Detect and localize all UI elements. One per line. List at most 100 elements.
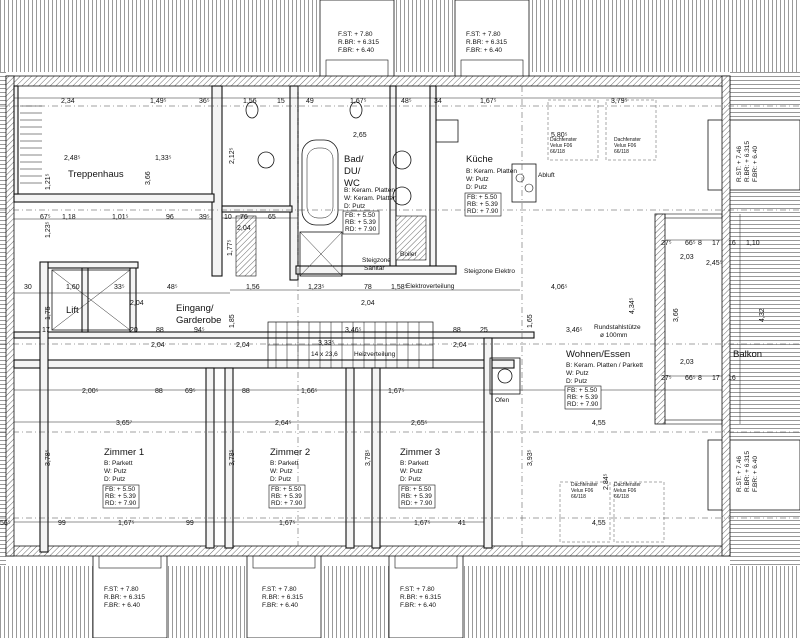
svg-text:2,65⁵: 2,65⁵: [411, 420, 428, 427]
svg-text:Dachfenster: Dachfenster: [550, 137, 577, 143]
note-steigzone-elektro: Steigzone Elektro: [464, 268, 515, 275]
level-box-kueche: FB: + 5.50 RB: + 5.39 RD: + 7.90: [464, 192, 502, 217]
svg-text:4,55: 4,55: [592, 520, 606, 527]
svg-text:F.BR: + 6.40: F.BR: + 6.40: [752, 146, 759, 182]
note-stairs: 14 x 23,6: [311, 351, 338, 358]
svg-text:1,67⁵: 1,67⁵: [279, 520, 296, 527]
note-rundstahl: Rundstahlstütze: [594, 324, 641, 331]
svg-text:FB: + 5.50: FB: + 5.50: [345, 212, 376, 219]
svg-text:10: 10: [224, 214, 232, 221]
svg-text:2,04: 2,04: [237, 225, 251, 232]
svg-text:3,66: 3,66: [145, 171, 152, 185]
svg-text:F.BR: + 6.40: F.BR: + 6.40: [262, 602, 298, 609]
window-tag-side-2: R.ST: + 7.46 R.BR: + 6.315 F.BR: + 6.40: [736, 451, 759, 492]
main-staircase: [267, 321, 434, 369]
finish-spec-bad: B: Keram. Platten W: Keram. Platten D: P…: [344, 187, 397, 210]
room-label-zimmer-3: Zimmer 3: [400, 447, 440, 458]
svg-text:39⁵: 39⁵: [199, 214, 210, 221]
svg-text:RD: + 7.90: RD: + 7.90: [105, 500, 137, 507]
level-box-bad: FB: + 5.50 RB: + 5.39 RD: + 7.90: [342, 210, 380, 235]
svg-text:Velux F06: Velux F06: [571, 488, 593, 494]
svg-text:2,64⁵: 2,64⁵: [275, 420, 292, 427]
note-sanitaer: Sanitär: [364, 265, 385, 272]
svg-text:FB: + 5.50: FB: + 5.50: [467, 194, 498, 201]
finish-spec-zimmer-1: B: Parkett W: Putz D: Putz: [104, 460, 133, 483]
svg-text:3,79⁵: 3,79⁵: [611, 98, 628, 105]
svg-text:D: Putz: D: Putz: [270, 476, 291, 483]
svg-text:Velux F06: Velux F06: [614, 143, 636, 149]
bottom-window-bays: [92, 549, 464, 638]
level-box-zimmer-2: FB: + 5.50 RB: + 5.39 RD: + 7.90: [268, 484, 306, 509]
svg-text:R.BR: + 6.315: R.BR: + 6.315: [744, 451, 751, 492]
axis-lines: [0, 86, 800, 546]
svg-text:88: 88: [453, 327, 461, 334]
svg-text:D: Putz: D: Putz: [104, 476, 125, 483]
finish-spec-kueche: B: Keram. Platten W: Putz D: Putz: [466, 168, 517, 191]
dimension-lines: [14, 97, 741, 523]
svg-text:1,65: 1,65: [527, 314, 534, 328]
svg-text:2,03: 2,03: [680, 254, 694, 261]
svg-text:2,12⁵: 2,12⁵: [229, 147, 236, 164]
svg-text:3,46⁵: 3,46⁵: [566, 327, 583, 334]
svg-text:34: 34: [434, 98, 442, 105]
svg-text:1,75: 1,75: [45, 306, 52, 320]
room-label-bad: Bad/: [344, 154, 364, 165]
svg-text:B: Parkett: B: Parkett: [270, 460, 299, 467]
svg-text:R.BR: + 6.315: R.BR: + 6.315: [262, 594, 303, 601]
sanitary-fixtures: [235, 101, 427, 277]
note-heizverteilung: Heizverteilung: [354, 351, 396, 358]
room-label-zimmer-1: Zimmer 1: [104, 447, 144, 458]
svg-text:3,93⁵: 3,93⁵: [527, 449, 534, 466]
svg-text:17: 17: [712, 375, 720, 382]
kitchen-fittings: [435, 119, 537, 395]
svg-text:3,33⁵: 3,33⁵: [318, 340, 335, 347]
svg-text:F.ST: + 7.80: F.ST: + 7.80: [104, 586, 139, 593]
svg-text:1,18: 1,18: [62, 214, 76, 221]
svg-text:17: 17: [42, 327, 50, 334]
finish-spec-wohnen: B: Keram. Platten / Parkett W: Putz D: P…: [566, 362, 643, 385]
note-elektroverteilung: Elektroverteilung: [406, 283, 455, 290]
svg-text:3,78⁵: 3,78⁵: [229, 449, 236, 466]
svg-text:1,60: 1,60: [66, 284, 80, 291]
svg-text:33⁵: 33⁵: [114, 284, 125, 291]
finish-spec-zimmer-3: B: Parkett W: Putz D: Putz: [400, 460, 429, 483]
roof-window-tag-1: Dachfenster Velux F06 66/118: [550, 137, 577, 155]
svg-text:D: Putz: D: Putz: [466, 184, 487, 191]
room-label-lift: Lift: [66, 305, 79, 316]
svg-text:B: Keram. Platten / Parkett: B: Keram. Platten / Parkett: [566, 362, 643, 369]
room-label-garderobe: Garderobe: [176, 315, 221, 326]
svg-text:B: Keram. Platten: B: Keram. Platten: [466, 168, 517, 175]
room-label-wc: WC: [344, 178, 360, 189]
svg-text:66/118: 66/118: [571, 494, 586, 500]
svg-text:2,45⁵: 2,45⁵: [706, 260, 723, 267]
svg-text:88: 88: [156, 327, 164, 334]
svg-text:1,23⁵: 1,23⁵: [45, 221, 52, 238]
svg-text:3,46⁵: 3,46⁵: [345, 327, 362, 334]
note-abluft: Abluft: [538, 172, 555, 179]
svg-text:76: 76: [240, 214, 248, 221]
svg-text:F.BR: + 6.40: F.BR: + 6.40: [338, 47, 374, 54]
svg-text:1,01⁵: 1,01⁵: [112, 214, 129, 221]
svg-text:15: 15: [277, 98, 285, 105]
svg-text:3,66: 3,66: [673, 308, 680, 322]
svg-text:1,66⁵: 1,66⁵: [301, 388, 318, 395]
svg-text:R.BR: + 6.315: R.BR: + 6.315: [744, 141, 751, 182]
svg-text:99: 99: [58, 520, 66, 527]
svg-text:1,56: 1,56: [246, 284, 260, 291]
svg-text:F.BR: + 6.40: F.BR: + 6.40: [752, 456, 759, 492]
room-label-eingang: Eingang/: [176, 303, 214, 314]
exterior-walls: [5, 75, 731, 557]
svg-text:F.ST: + 7.80: F.ST: + 7.80: [400, 586, 435, 593]
svg-text:4,06⁵: 4,06⁵: [551, 284, 568, 291]
svg-text:FB: + 5.50: FB: + 5.50: [401, 486, 432, 493]
note-rundstahl-size: ø 100mm: [600, 332, 627, 339]
svg-text:RB: + 5.39: RB: + 5.39: [345, 219, 376, 226]
svg-text:36⁵: 36⁵: [199, 98, 210, 105]
lift-shaft: [51, 269, 131, 331]
svg-text:W: Keram. Platten: W: Keram. Platten: [344, 195, 397, 202]
svg-text:W: Putz: W: Putz: [400, 468, 423, 475]
svg-text:17: 17: [712, 240, 720, 247]
svg-text:1,33⁵: 1,33⁵: [155, 155, 172, 162]
balcony-railing: [654, 213, 723, 425]
svg-text:25: 25: [480, 327, 488, 334]
